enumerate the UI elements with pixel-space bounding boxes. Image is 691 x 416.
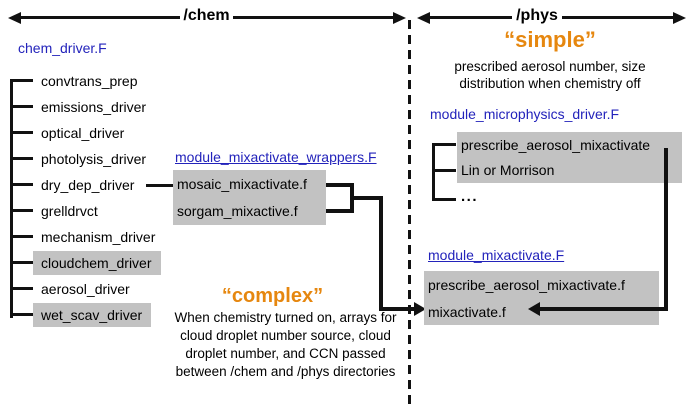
bracket-line: [326, 209, 354, 213]
tree-row: emissions_driver: [10, 94, 210, 120]
mixactivate-box: prescribe_aerosol_mixactivate.f mixactiv…: [424, 271, 659, 325]
arrowhead-right-icon: [393, 12, 406, 24]
phys-arrow-line: [562, 16, 673, 19]
mixactivate-item: prescribe_aerosol_mixactivate.f: [428, 277, 625, 293]
tree-item-label: aerosol_driver: [41, 281, 130, 297]
tree-item-label: optical_driver: [41, 125, 125, 141]
chem-phys-divider: [408, 20, 411, 408]
tree-tick: [10, 183, 33, 186]
tree-item-label: dry_dep_driver: [41, 177, 135, 193]
phys-tree-trunk: [432, 143, 435, 201]
complex-description: When chemistry turned on, arrays for clo…: [174, 310, 397, 379]
phys-arrow-line: [429, 16, 512, 19]
tree-row: optical_driver: [10, 120, 210, 146]
tree-tick: [10, 209, 33, 212]
arrowhead-right-icon: [673, 12, 686, 24]
chem-tree-trunk: [10, 80, 13, 318]
microphysics-item: Lin or Morrison: [461, 162, 555, 178]
microphysics-file-label: module_microphysics_driver.F: [430, 106, 620, 122]
tree-item-label: mechanism_driver: [41, 229, 156, 245]
microphysics-item: prescribe_aerosol_mixactivate: [461, 137, 651, 153]
wrappers-box: mosaic_mixactivate.f sorgam_mixactive.f: [173, 170, 326, 225]
tree-tick: [10, 131, 33, 134]
tree-tick: [10, 287, 33, 290]
tree-tick: [432, 198, 456, 201]
connector-line: [379, 196, 383, 311]
tree-item-label: cloudchem_driver: [33, 251, 161, 275]
tree-tick: [10, 235, 33, 238]
connector-line: [379, 307, 415, 311]
complex-title: “complex”: [221, 285, 324, 307]
simple-description: prescribed aerosol number, size distribu…: [454, 59, 646, 91]
tree-tick: [432, 169, 456, 172]
more-schemes-ellipsis: ...: [461, 188, 479, 205]
chem-driver-file-label: chem_driver.F: [18, 40, 107, 56]
tree-row: aerosol_driver: [10, 276, 210, 302]
tree-tick: [10, 105, 33, 108]
arrowhead-left-icon: [8, 12, 21, 24]
tree-tick: [10, 261, 33, 264]
chem-scope-label: /chem: [180, 7, 233, 25]
tree-row: wet_scav_driver: [10, 302, 210, 328]
tree-item-label: emissions_driver: [41, 99, 147, 115]
mixactivate-item: mixactivate.f: [428, 304, 506, 320]
tree-tick: [10, 313, 33, 316]
connector-line: [540, 307, 668, 311]
wrapper-item: sorgam_mixactive.f: [177, 203, 298, 219]
tree-row: dry_dep_driver: [10, 172, 210, 198]
arrowhead-left-icon: [417, 12, 430, 24]
tree-row: convtrans_prep: [10, 68, 210, 94]
connector-line: [664, 148, 668, 311]
tree-item-label: wet_scav_driver: [33, 303, 152, 327]
arrowhead-right-icon: [414, 302, 426, 316]
phys-scope-label: /phys: [512, 7, 562, 25]
bracket-line: [326, 183, 354, 187]
chem-arrow-line: [19, 16, 180, 19]
tree-row: photolysis_driver: [10, 146, 210, 172]
tree-tick: [432, 143, 456, 146]
tree-item-label: photolysis_driver: [41, 151, 147, 167]
chem-arrow-line: [233, 16, 394, 19]
mixactivate-file-link[interactable]: module_mixactivate.F: [428, 247, 565, 263]
arrowhead-left-icon: [528, 302, 540, 316]
tree-item-label: convtrans_prep: [41, 73, 138, 89]
connector-line: [350, 196, 383, 200]
tree-item-label: grelldrvct: [41, 203, 98, 219]
wrappers-file-link[interactable]: module_mixactivate_wrappers.F: [175, 149, 377, 165]
microphysics-box: prescribe_aerosol_mixactivate Lin or Mor…: [457, 132, 682, 183]
simple-title: “simple”: [504, 27, 596, 52]
tree-row: mechanism_driver: [10, 224, 210, 250]
tree-row: cloudchem_driver: [10, 250, 210, 276]
tree-tick: [10, 79, 33, 82]
tree-row: grelldrvct: [10, 198, 210, 224]
dry-dep-connector-line: [146, 184, 173, 187]
wrapper-item: mosaic_mixactivate.f: [177, 176, 307, 192]
tree-tick: [10, 157, 33, 160]
